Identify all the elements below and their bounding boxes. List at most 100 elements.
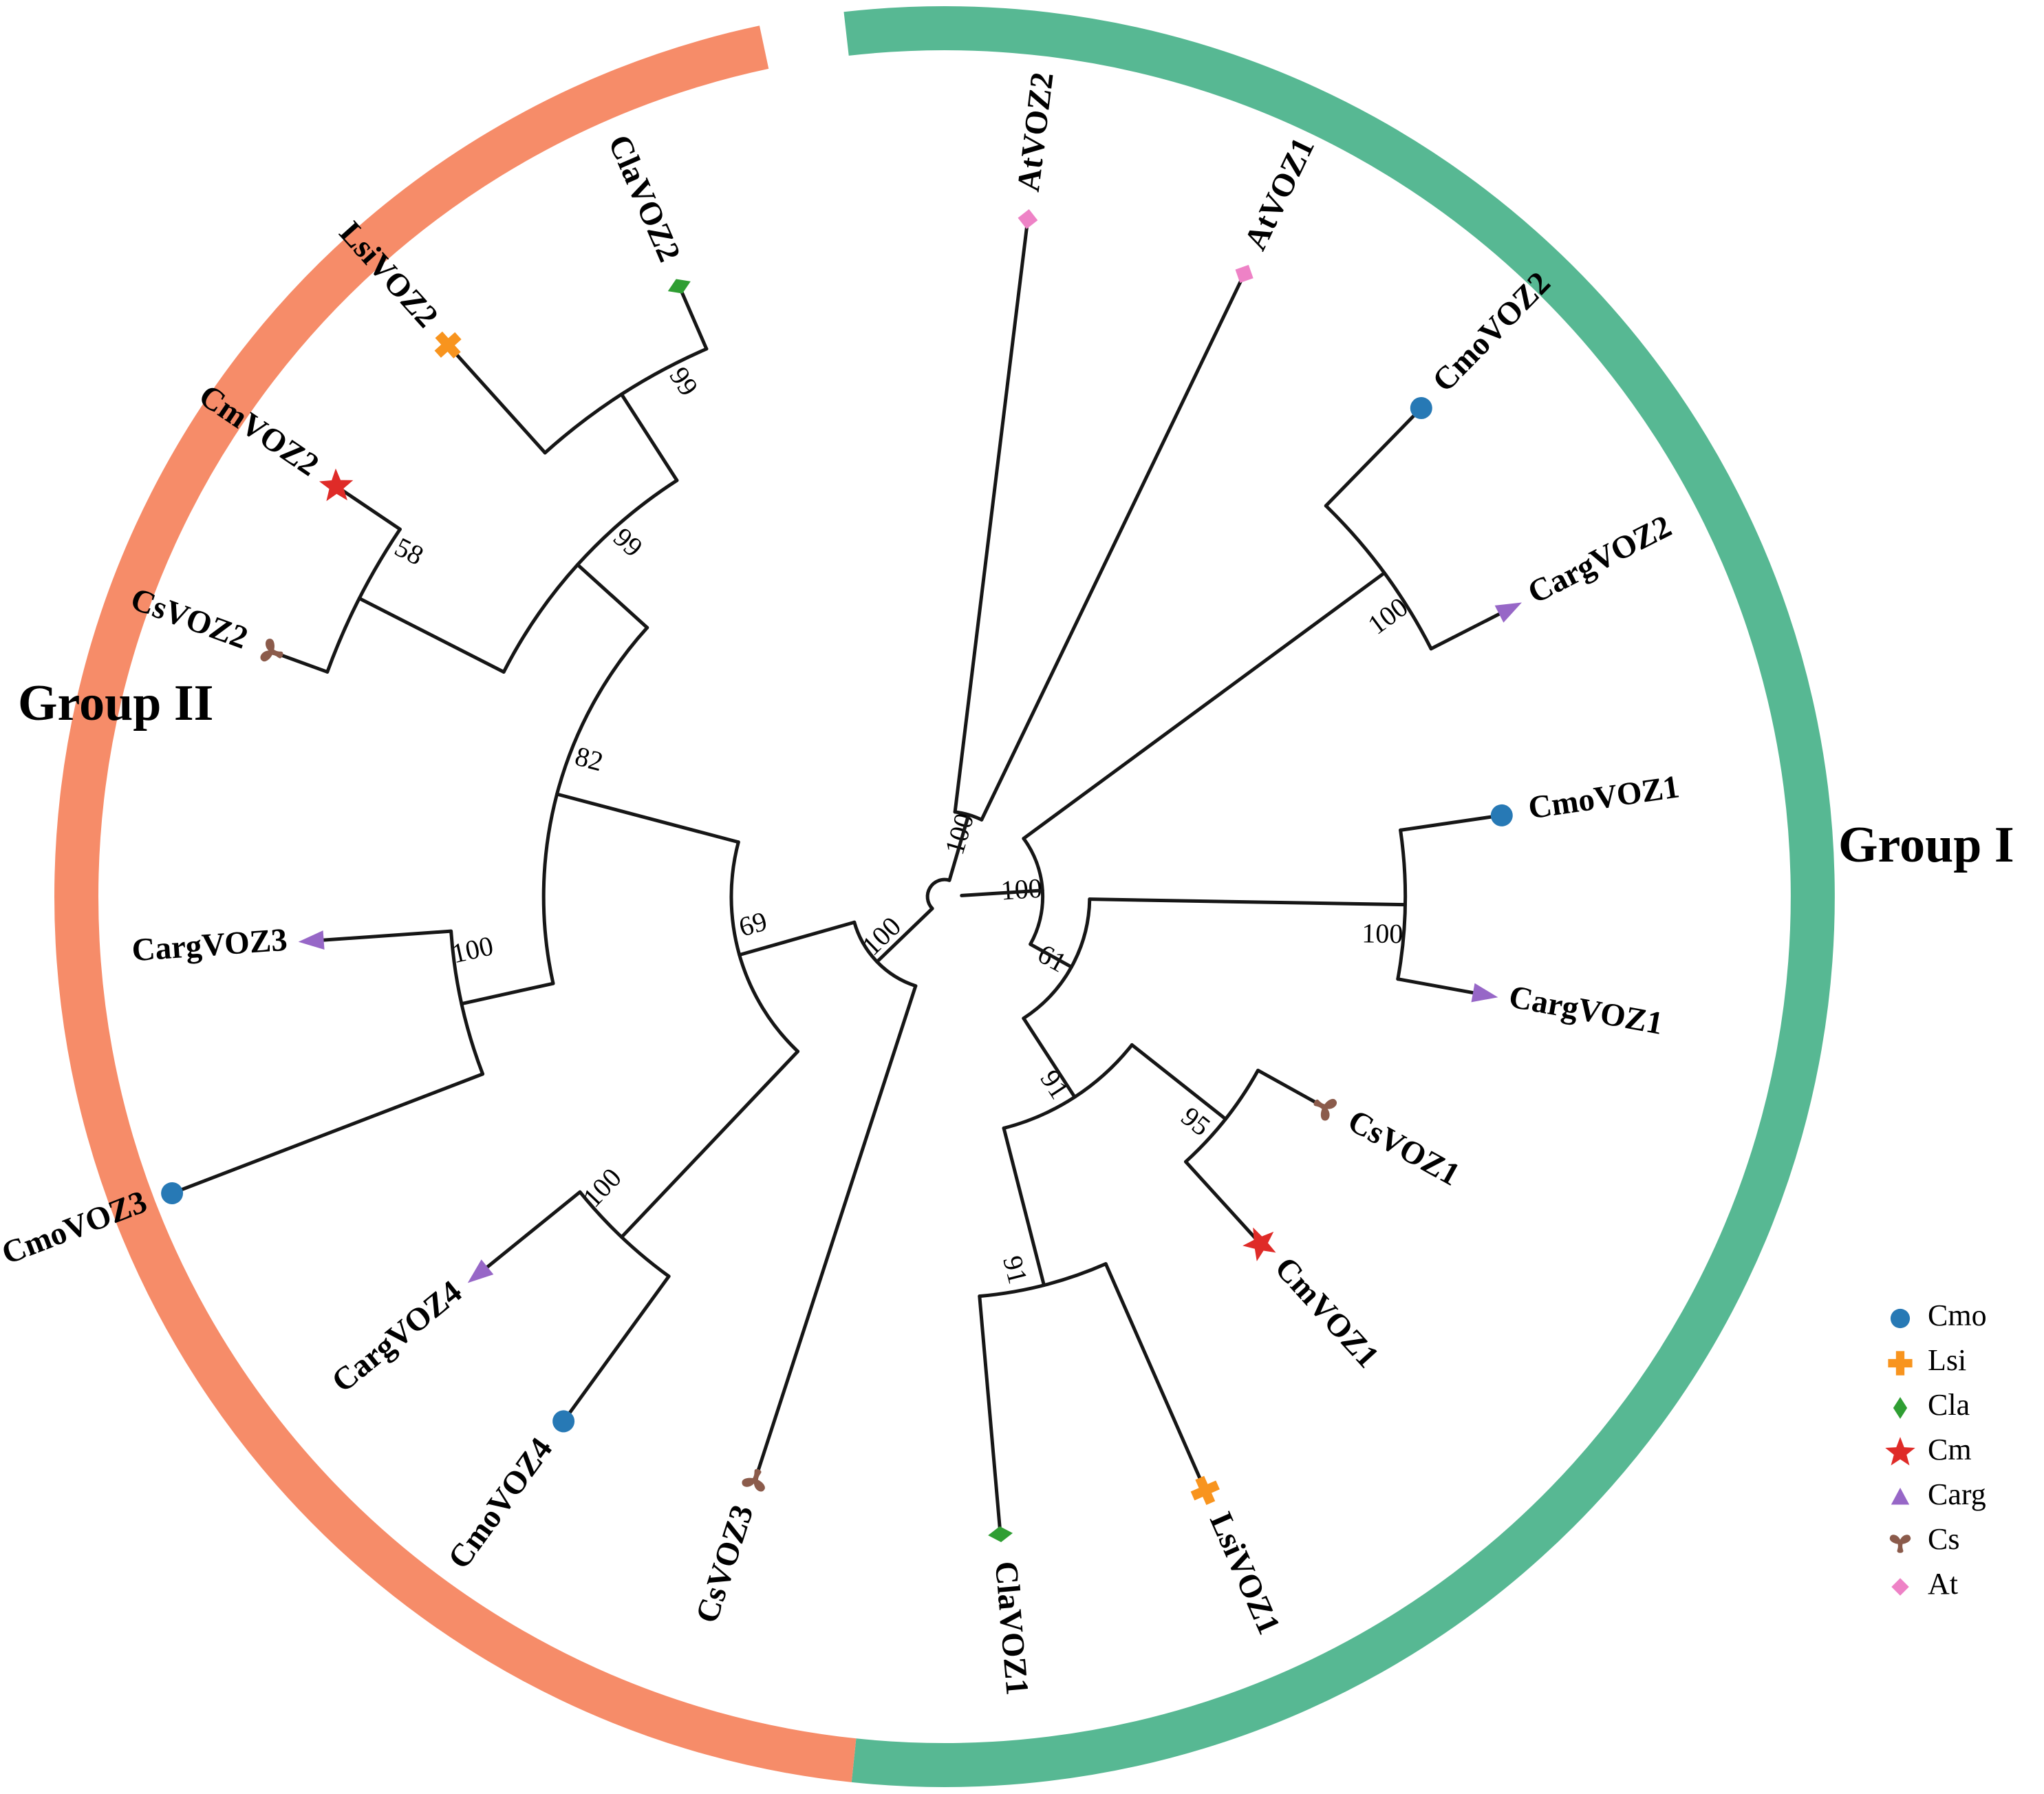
branch-line xyxy=(953,217,1030,814)
lsi-marker-icon xyxy=(434,331,462,359)
taxon-label-CsVOZ3: CsVOZ3 xyxy=(689,1501,760,1627)
branch-line xyxy=(313,929,453,943)
bootstrap-label: 91 xyxy=(997,1252,1033,1287)
taxon-markers xyxy=(161,209,1522,1542)
legend-item: Cs xyxy=(1889,1522,1959,1556)
cmo-legend-marker-icon xyxy=(1890,1308,1911,1329)
branch-line xyxy=(1324,406,1423,508)
group-1-arc xyxy=(843,6,1835,1787)
carg-marker-icon xyxy=(298,930,325,950)
branch-line xyxy=(738,920,857,957)
branch-line xyxy=(576,563,649,630)
branch-line xyxy=(478,1190,582,1274)
branch-line xyxy=(875,906,934,964)
taxon-label-CargVOZ4: CargVOZ4 xyxy=(325,1274,469,1400)
branch-line xyxy=(960,888,1044,897)
legend-label-Cla: Cla xyxy=(1928,1388,1970,1422)
branch-arc xyxy=(925,877,951,910)
cmo-marker-icon xyxy=(161,1182,184,1204)
legend-item: Carg xyxy=(1891,1477,1986,1511)
cm-marker-icon xyxy=(319,468,354,502)
cla-legend-marker-icon xyxy=(1893,1397,1908,1419)
taxon-label-AtVOZ2: AtVOZ2 xyxy=(1011,70,1061,193)
branch-line xyxy=(1088,897,1407,907)
taxon-label-CmoVOZ4: CmoVOZ4 xyxy=(441,1431,559,1575)
branch-line xyxy=(561,1274,671,1423)
cs-marker-icon xyxy=(260,639,283,662)
group-2-label: Group II xyxy=(18,675,213,732)
branch-line xyxy=(1256,1068,1327,1110)
branch-line xyxy=(1002,1126,1046,1288)
legend-label-Lsi: Lsi xyxy=(1928,1343,1966,1377)
branch-line xyxy=(1184,1160,1262,1246)
branch-line xyxy=(1429,608,1509,651)
taxon-label-CmoVOZ1: CmoVOZ1 xyxy=(1526,769,1681,826)
legend-label-Cs: Cs xyxy=(1928,1522,1959,1556)
bootstrap-label: 100 xyxy=(577,1162,627,1213)
branch-line xyxy=(1104,1262,1207,1493)
bootstrap-label: 91 xyxy=(1034,1065,1075,1104)
group-arcs xyxy=(54,6,1835,1787)
group-2-arc xyxy=(54,25,857,1782)
legend-item: Cm xyxy=(1885,1433,1972,1466)
carg-marker-icon xyxy=(467,1259,494,1283)
branch-line xyxy=(170,1072,485,1195)
taxon-label-CargVOZ1: CargVOZ1 xyxy=(1506,979,1666,1042)
branch-line xyxy=(1022,571,1386,840)
branch-line xyxy=(947,813,971,882)
branch-line xyxy=(1396,977,1484,996)
at-legend-marker-icon xyxy=(1891,1578,1909,1596)
cla-marker-icon xyxy=(988,1526,1013,1542)
carg-legend-marker-icon xyxy=(1891,1487,1910,1505)
legend-label-Cm: Cm xyxy=(1928,1433,1972,1466)
taxon-label-ClaVOZ1: ClaVOZ1 xyxy=(988,1560,1035,1697)
branch-line xyxy=(334,484,402,531)
branch-line xyxy=(619,392,679,482)
legend-item: Lsi xyxy=(1888,1343,1966,1377)
carg-marker-icon xyxy=(1471,983,1498,1003)
taxon-label-AtVOZ1: AtVOZ1 xyxy=(1238,132,1322,255)
legend-item: At xyxy=(1891,1567,1958,1601)
branch-line xyxy=(677,284,709,351)
taxon-label-LsiVOZ1: LsiVOZ1 xyxy=(1203,1507,1287,1639)
at-marker-icon xyxy=(1018,209,1038,229)
branch-line xyxy=(620,1049,800,1239)
legend-label-Carg: Carg xyxy=(1928,1477,1986,1511)
branch-line xyxy=(978,1294,1002,1536)
branch-line xyxy=(980,272,1247,822)
cs-legend-marker-icon xyxy=(1889,1535,1911,1553)
branch-line xyxy=(460,981,555,1006)
lsi-marker-icon xyxy=(1190,1475,1220,1506)
branch-line xyxy=(446,343,547,455)
branch-line xyxy=(555,792,740,844)
cmo-marker-icon xyxy=(552,1410,575,1433)
cmo-marker-icon xyxy=(1410,397,1432,419)
cla-marker-icon xyxy=(667,279,691,294)
bootstrap-label: 100 xyxy=(449,930,496,969)
legend-label-At: At xyxy=(1928,1567,1958,1601)
branch-line xyxy=(1130,1043,1227,1121)
branch-line xyxy=(1022,1016,1077,1099)
branch-line xyxy=(1029,942,1073,969)
lsi-legend-marker-icon xyxy=(1888,1351,1913,1376)
at-marker-icon xyxy=(1235,264,1254,284)
taxon-label-CsVOZ1: CsVOZ1 xyxy=(1342,1103,1466,1193)
cs-marker-icon xyxy=(742,1469,765,1492)
taxon-label-ClaVOZ2: ClaVOZ2 xyxy=(601,129,687,266)
cmo-marker-icon xyxy=(1490,804,1513,826)
bootstrap-label: 82 xyxy=(572,740,606,778)
taxon-label-CmoVOZ2: CmoVOZ2 xyxy=(1426,265,1558,398)
bootstrap-label: 69 xyxy=(735,906,771,943)
bootstrap-label: 100 xyxy=(1362,591,1414,641)
branch-line xyxy=(1399,813,1504,832)
branch-line xyxy=(357,597,506,674)
taxon-label-CsVOZ2: CsVOZ2 xyxy=(126,581,252,656)
legend-item: Cla xyxy=(1893,1388,1970,1422)
cm-marker-icon xyxy=(1242,1227,1276,1261)
bootstrap-label: 100 xyxy=(856,910,907,961)
legend-item: Cmo xyxy=(1890,1299,1987,1332)
taxon-label-CargVOZ3: CargVOZ3 xyxy=(131,922,288,969)
